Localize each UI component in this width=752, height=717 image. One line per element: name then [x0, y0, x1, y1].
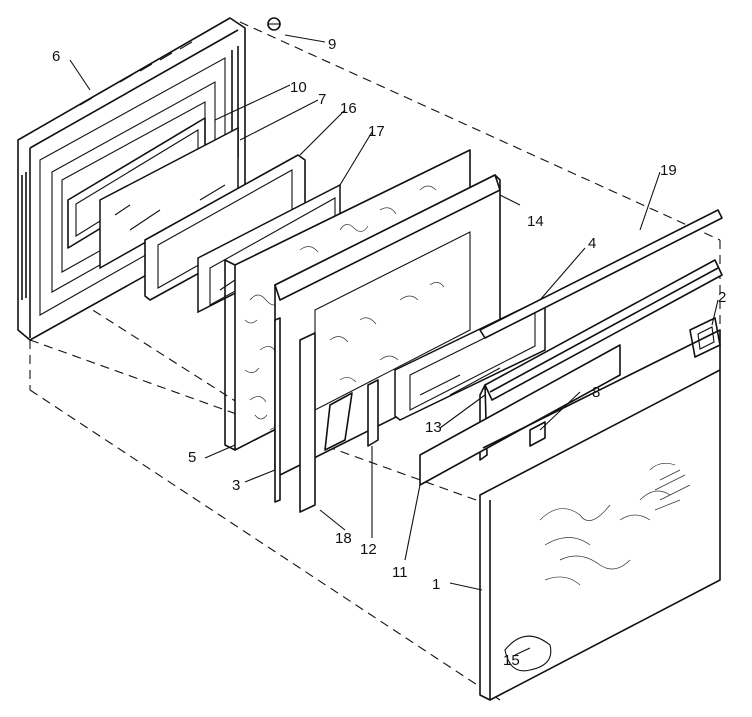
callout-labels: 1 2 3 4 5 6 7 8 9 10 11 12 13 14 15 16 1… [52, 36, 726, 669]
part-15-label [504, 635, 552, 672]
part-4-outer-glass [394, 299, 546, 421]
callout-leader-lines [69, 34, 719, 656]
part-12-hinge [367, 379, 379, 447]
part-14-top-trim [274, 174, 501, 301]
part-19-top-rail [479, 209, 723, 339]
callout-11: 11 [392, 564, 408, 581]
part-8-clip [529, 421, 546, 447]
small-bracket [324, 392, 353, 451]
callout-2: 2 [718, 289, 726, 306]
callout-18: 18 [335, 530, 352, 547]
part-11-vent-plate [419, 344, 621, 486]
callout-16: 16 [340, 100, 357, 117]
part-9-screw [267, 17, 281, 31]
callout-9: 9 [328, 36, 336, 53]
callout-8: 8 [592, 384, 600, 401]
callout-3: 3 [232, 477, 240, 494]
callout-1: 1 [432, 576, 440, 593]
callout-17: 17 [368, 123, 385, 140]
callout-4: 4 [588, 235, 596, 252]
callout-10: 10 [290, 79, 307, 96]
callout-12: 12 [360, 541, 377, 558]
callout-7: 7 [318, 91, 326, 108]
callout-19: 19 [660, 162, 677, 179]
callout-15: 15 [503, 652, 520, 669]
callout-5: 5 [188, 449, 196, 466]
callout-6: 6 [52, 48, 60, 65]
callout-13: 13 [425, 419, 442, 436]
callout-14: 14 [527, 213, 544, 230]
